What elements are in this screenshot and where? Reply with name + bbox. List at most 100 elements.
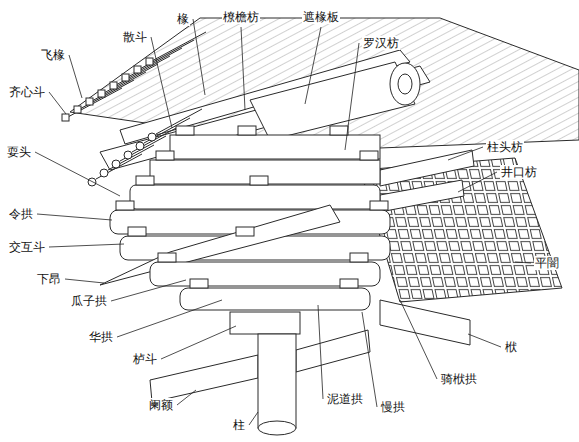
small-block	[330, 126, 348, 135]
small-block	[236, 227, 254, 236]
leader-line	[35, 152, 120, 196]
rafter-end	[136, 142, 144, 150]
leader-line	[151, 37, 172, 128]
part-label: 飞椽	[40, 48, 66, 62]
bracket-tier	[170, 135, 380, 159]
rafter-end	[124, 151, 132, 159]
part-label: 柱	[232, 418, 246, 432]
rafter	[108, 145, 154, 170]
bracket-tier	[150, 160, 380, 184]
part-label: 骑栿拱	[440, 372, 478, 386]
roof-rafters	[70, 18, 579, 150]
part-label: 罗汉枋	[362, 36, 400, 50]
part-label: 平闇	[534, 256, 560, 270]
rafter-end	[88, 178, 96, 186]
flying-rafter-end	[134, 66, 141, 73]
part-label: 遮椽板	[302, 10, 340, 24]
small-block	[340, 279, 358, 288]
lintel-right	[296, 330, 370, 372]
part-label: 泥道拱	[326, 392, 364, 406]
part-label: 下昂	[36, 272, 62, 286]
cap-block	[230, 312, 300, 334]
flying-rafter	[102, 64, 158, 94]
small-block	[370, 201, 388, 210]
small-block	[116, 201, 134, 210]
flying-rafter-end	[62, 114, 69, 121]
bracket-tier	[180, 288, 370, 310]
leader-line	[515, 262, 531, 263]
leader-line	[37, 214, 112, 220]
leader-line	[177, 390, 196, 405]
flying-rafter	[90, 72, 146, 102]
bracket-set-drawing	[70, 18, 579, 435]
leader-line	[305, 27, 321, 104]
part-label: 令拱	[8, 207, 34, 221]
flying-rafter-end	[110, 82, 117, 89]
ceiling-frame-beam	[380, 180, 464, 212]
leader-line	[458, 172, 497, 192]
leader-line	[69, 55, 82, 98]
leader-line	[362, 312, 377, 407]
flying-rafter-end	[146, 58, 153, 65]
small-block	[190, 279, 208, 288]
rafter-ends	[62, 32, 388, 288]
flying-rafter-end	[98, 90, 105, 97]
small-block	[350, 253, 368, 262]
leader-line	[193, 19, 205, 95]
small-block	[176, 126, 194, 135]
leader-line	[111, 280, 186, 301]
leader-line	[241, 27, 245, 110]
part-label: 橑檐枋	[222, 10, 260, 24]
part-label: 柱头枋	[486, 140, 524, 154]
small-block	[128, 227, 146, 236]
lintel-left	[150, 355, 258, 402]
flying-rafter	[66, 88, 122, 118]
small-block	[250, 176, 268, 185]
flying-rafter-end	[74, 106, 81, 113]
small-block	[156, 151, 174, 160]
rafter-end	[100, 169, 108, 177]
leader-line	[49, 244, 124, 247]
purlin-end	[390, 63, 420, 105]
small-block	[158, 253, 176, 262]
purlin-ring	[398, 74, 412, 94]
part-label: 栿	[504, 340, 518, 354]
rafter	[96, 154, 142, 179]
leader-line	[49, 92, 66, 114]
part-label: 栌斗	[132, 352, 158, 366]
part-label: 交互斗	[8, 240, 46, 254]
small-block	[360, 151, 378, 160]
flying-rafter	[138, 40, 194, 70]
leader-line	[345, 43, 359, 150]
flying-rafter	[126, 48, 182, 78]
column	[258, 334, 296, 428]
part-label: 椽	[176, 12, 190, 26]
part-label: 瓜子拱	[70, 294, 108, 308]
leader-line	[468, 334, 501, 347]
purlin-beam	[250, 62, 415, 140]
leader-line	[318, 305, 323, 399]
rafter-end	[148, 133, 156, 141]
crossbeam	[380, 300, 470, 345]
part-label: 慢拱	[380, 400, 406, 414]
part-label: 散斗	[122, 30, 148, 44]
part-label: 阑额	[148, 398, 174, 412]
rafter	[132, 127, 178, 152]
leader-line	[117, 300, 222, 337]
part-label: 齐心斗	[8, 85, 46, 99]
flying-rafter-end	[122, 74, 129, 81]
leader-line	[161, 326, 236, 359]
part-label: 井口枋	[500, 165, 538, 179]
part-label: 耍头	[6, 145, 32, 159]
leader-line	[448, 147, 483, 160]
part-label: 华拱	[88, 330, 114, 344]
leader-line	[65, 279, 104, 283]
column-base	[258, 421, 296, 435]
small-block	[136, 176, 154, 185]
flying-rafter-end	[86, 98, 93, 105]
rafter	[156, 109, 202, 134]
small-block	[238, 126, 256, 135]
